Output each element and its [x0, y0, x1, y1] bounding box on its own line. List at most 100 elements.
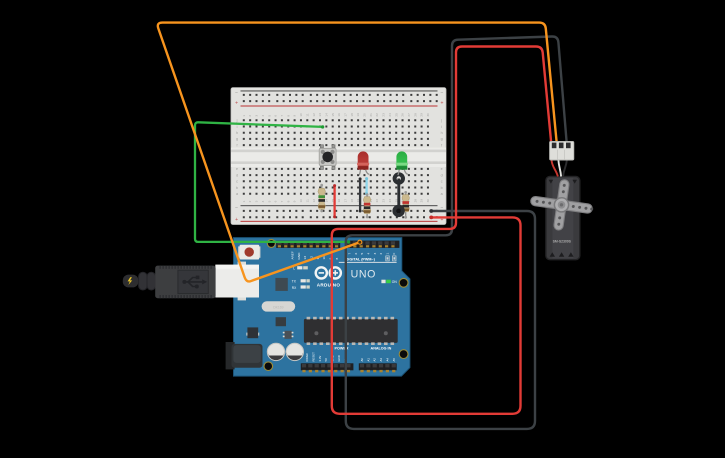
svg-text:6: 6: [354, 253, 358, 255]
svg-text:15: 15: [331, 113, 335, 117]
svg-text:g: g: [236, 137, 238, 141]
svg-text:19: 19: [356, 199, 360, 203]
svg-text:28: 28: [413, 113, 417, 117]
svg-text:28: 28: [413, 199, 417, 203]
svg-text:17: 17: [344, 199, 348, 203]
svg-text:GND: GND: [297, 252, 301, 260]
svg-text:10: 10: [299, 199, 303, 203]
svg-text:8: 8: [335, 258, 339, 260]
svg-text:DIGITAL (PWM~): DIGITAL (PWM~): [346, 258, 376, 262]
svg-text:26: 26: [401, 199, 405, 203]
svg-text:i: i: [237, 125, 238, 129]
svg-text:j: j: [440, 119, 442, 123]
svg-text:POWER: POWER: [335, 347, 349, 351]
svg-text:SM-S2309S: SM-S2309S: [553, 240, 572, 244]
svg-text:30: 30: [426, 199, 430, 203]
svg-text:4: 4: [261, 115, 265, 117]
svg-text:c: c: [236, 180, 238, 184]
svg-text:14: 14: [325, 113, 329, 117]
svg-text:22: 22: [375, 199, 379, 203]
svg-text:−: −: [235, 90, 238, 96]
svg-text:e: e: [236, 167, 238, 171]
svg-text:−: −: [440, 205, 443, 211]
svg-text:A1: A1: [366, 358, 370, 362]
svg-text:6: 6: [274, 115, 278, 117]
svg-text:3.3V: 3.3V: [318, 356, 322, 362]
svg-text:7: 7: [348, 253, 352, 255]
svg-text:25: 25: [394, 113, 398, 117]
svg-text:9: 9: [293, 200, 297, 202]
svg-text:A4: A4: [385, 358, 389, 362]
svg-text:11: 11: [305, 199, 309, 202]
svg-text:+: +: [235, 217, 238, 223]
svg-text:2: 2: [248, 115, 252, 117]
svg-text:A2: A2: [373, 358, 377, 362]
svg-text:12: 12: [312, 199, 316, 203]
svg-text:17: 17: [344, 113, 348, 117]
svg-text:26: 26: [401, 113, 405, 117]
svg-text:27: 27: [407, 113, 411, 117]
svg-text:1: 1: [386, 253, 390, 255]
svg-text:f: f: [237, 143, 238, 147]
svg-text:2: 2: [248, 200, 252, 202]
svg-text:3: 3: [373, 253, 377, 255]
svg-text:8: 8: [286, 115, 290, 117]
svg-text:ARDUINO: ARDUINO: [317, 282, 341, 287]
svg-text:h: h: [236, 131, 238, 135]
svg-text:8: 8: [286, 200, 290, 202]
svg-text:1: 1: [242, 115, 246, 117]
svg-text:10: 10: [299, 113, 303, 117]
svg-text:9: 9: [293, 115, 297, 117]
svg-text:−: −: [440, 90, 443, 96]
svg-text:3: 3: [255, 115, 259, 117]
svg-text:0: 0: [392, 253, 396, 255]
svg-text:27: 27: [407, 199, 411, 203]
svg-text:+: +: [440, 217, 443, 223]
svg-text:A3: A3: [379, 358, 383, 362]
svg-text:14: 14: [325, 199, 329, 203]
svg-text:24: 24: [388, 199, 392, 203]
svg-text:GND: GND: [337, 355, 341, 361]
svg-text:4: 4: [367, 253, 371, 255]
svg-text:i: i: [441, 125, 442, 129]
svg-text:DK169: DK169: [273, 305, 283, 309]
svg-text:19: 19: [356, 113, 360, 117]
svg-text:RESET: RESET: [312, 352, 316, 362]
svg-text:c: c: [441, 180, 443, 184]
svg-text:j: j: [236, 119, 238, 123]
svg-text:1: 1: [242, 200, 246, 202]
svg-text:4: 4: [261, 200, 265, 202]
svg-text:IOREF: IOREF: [305, 353, 309, 362]
svg-text:16: 16: [337, 199, 341, 203]
svg-text:24: 24: [388, 113, 392, 117]
svg-text:30: 30: [426, 113, 430, 117]
svg-text:h: h: [441, 131, 443, 135]
svg-text:ANALOG IN: ANALOG IN: [371, 347, 392, 351]
svg-text:18: 18: [350, 113, 354, 117]
svg-text:AREF: AREF: [291, 251, 295, 259]
svg-text:18: 18: [350, 199, 354, 203]
svg-text:5: 5: [360, 253, 364, 255]
svg-text:−: −: [235, 205, 238, 211]
svg-text:5: 5: [267, 115, 271, 117]
svg-text:3: 3: [255, 200, 259, 202]
svg-text:7: 7: [280, 115, 284, 117]
svg-text:a: a: [441, 192, 443, 196]
svg-text:12: 12: [310, 256, 314, 260]
svg-text:10: 10: [322, 256, 326, 260]
svg-text:+: +: [235, 101, 238, 107]
svg-text:A0: A0: [360, 358, 364, 362]
svg-text:b: b: [441, 186, 443, 190]
svg-text:6: 6: [274, 200, 278, 202]
svg-text:+: +: [440, 101, 443, 107]
svg-text:e: e: [441, 167, 443, 171]
svg-text:2: 2: [379, 253, 383, 255]
svg-text:a: a: [236, 192, 238, 196]
svg-text:ON: ON: [392, 280, 398, 284]
svg-text:15: 15: [331, 199, 335, 203]
svg-text:23: 23: [382, 113, 386, 117]
svg-text:29: 29: [420, 113, 424, 117]
svg-text:16: 16: [337, 113, 341, 117]
svg-text:20: 20: [363, 113, 367, 117]
svg-text:12: 12: [312, 113, 316, 117]
